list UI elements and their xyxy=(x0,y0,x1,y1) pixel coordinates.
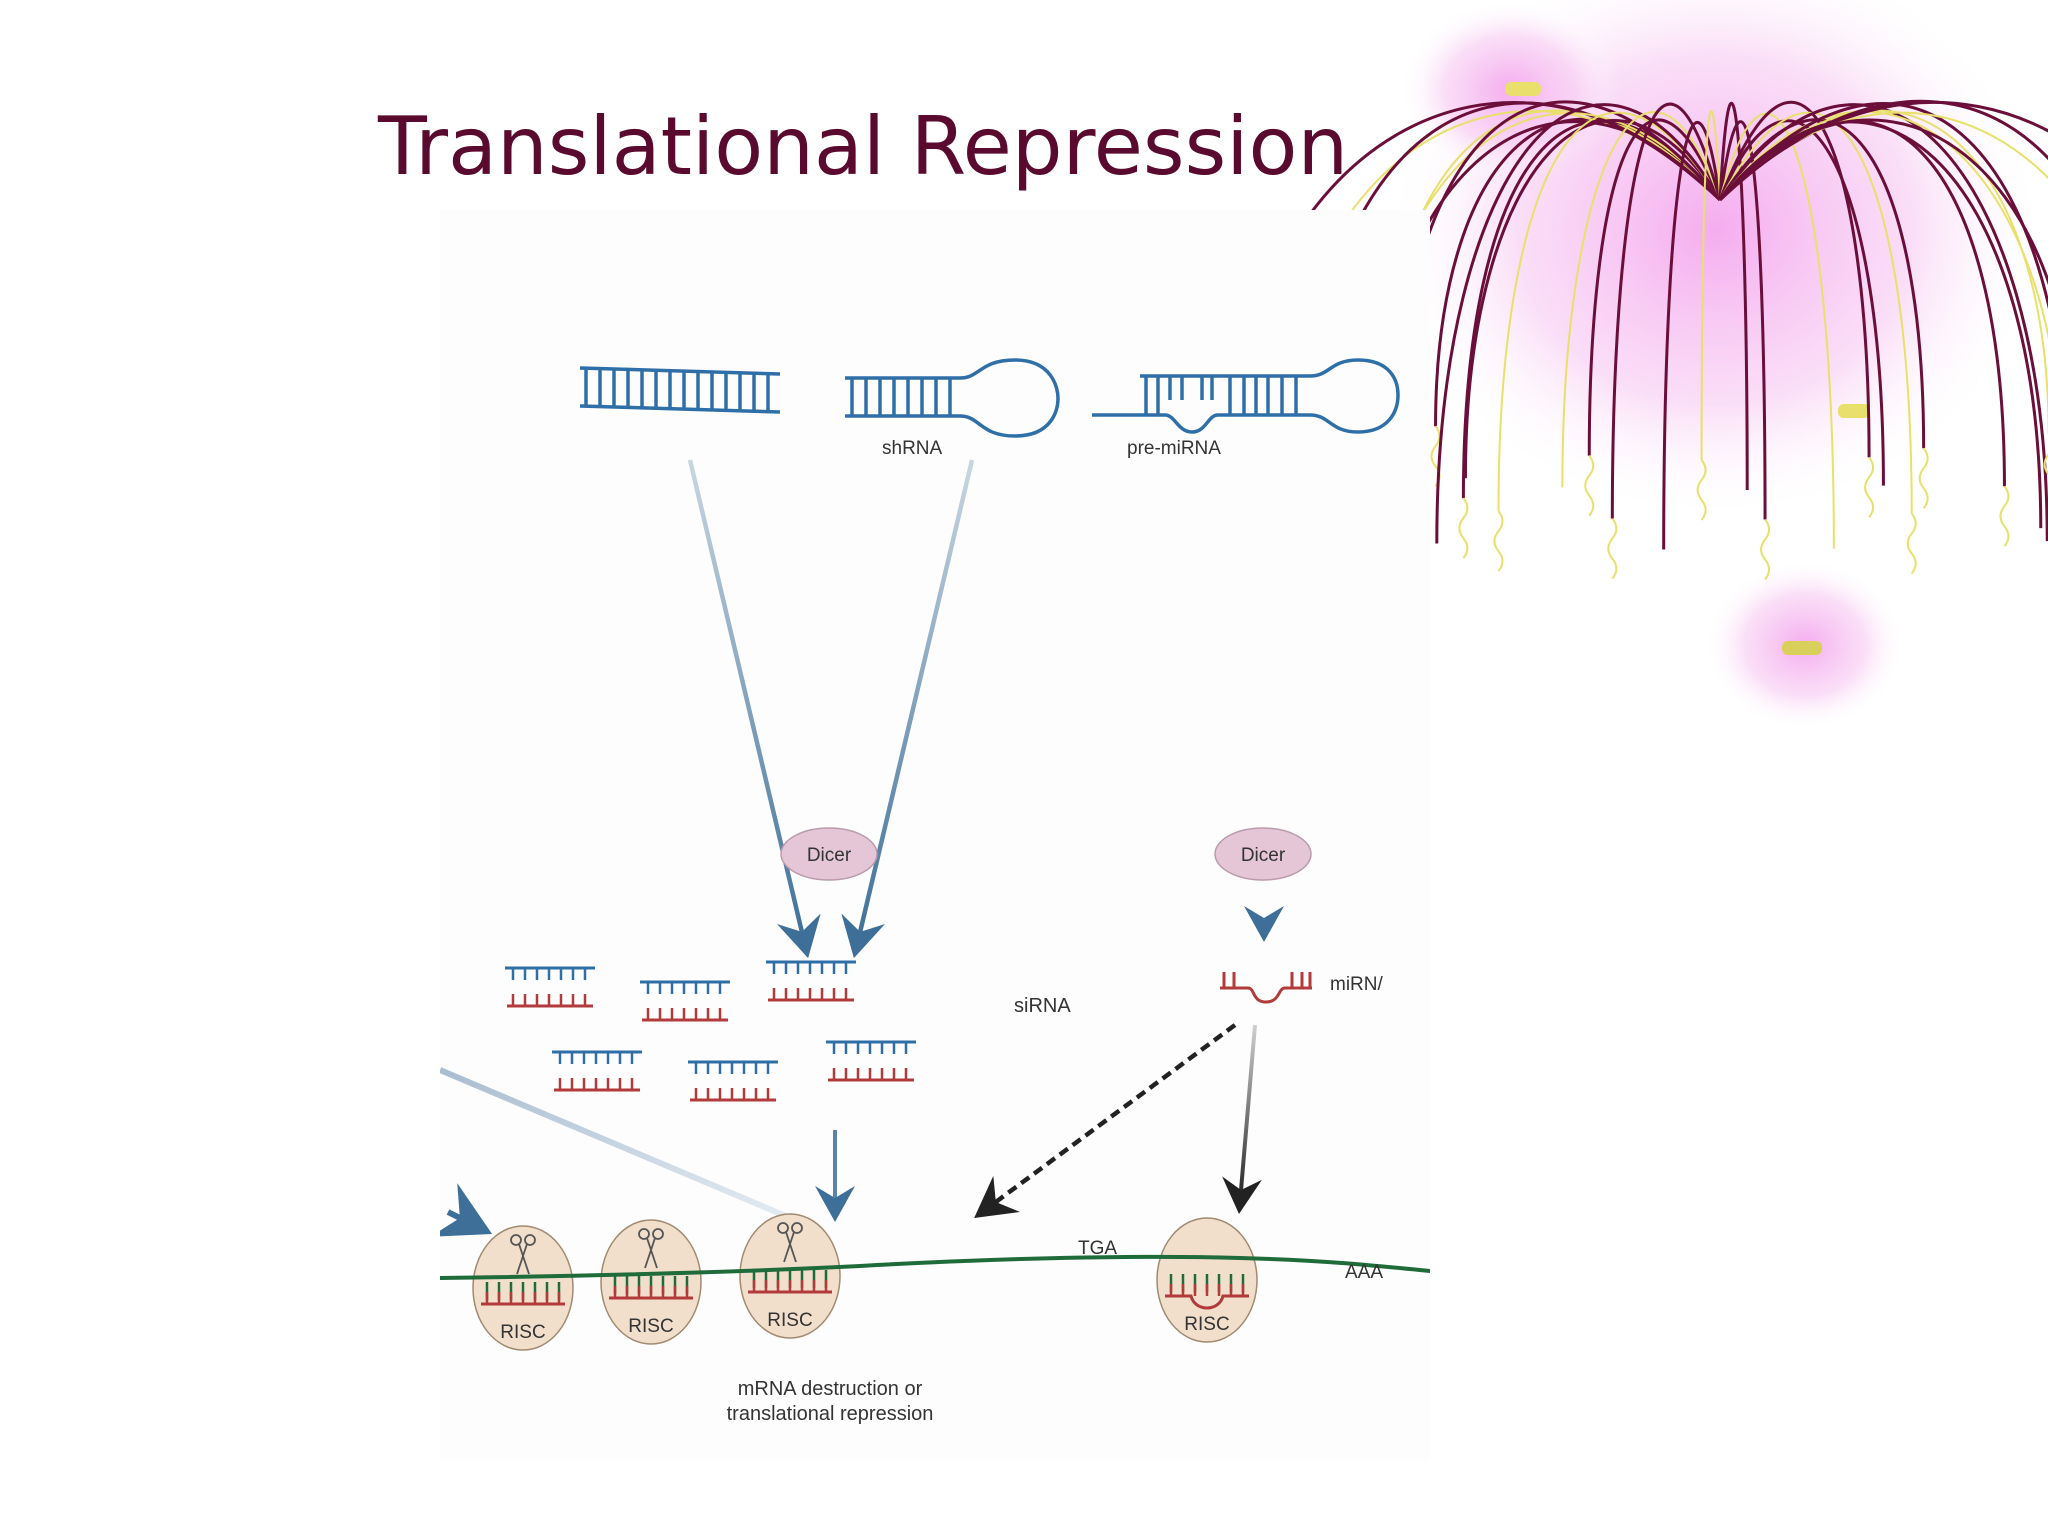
risc-complex: RISC xyxy=(739,1213,841,1339)
firework-streak xyxy=(1719,111,1913,514)
spark-1 xyxy=(1505,82,1541,96)
sirna-duplex xyxy=(505,966,595,1008)
shrna-label: shRNA xyxy=(882,438,943,459)
shrna-hairpin xyxy=(845,358,1060,438)
risc-complexes: RISC RISC RISC RISC xyxy=(472,1213,1258,1351)
sirna-duplex xyxy=(552,1050,642,1092)
sirna-duplex xyxy=(826,1040,916,1082)
arrow-mirna-to-risc-dashed xyxy=(974,1023,1237,1219)
arrow-mirna-to-risc xyxy=(1222,1024,1262,1214)
firework-streak xyxy=(1718,102,2048,310)
risc-complex: RISC xyxy=(1156,1217,1258,1343)
firework-streak xyxy=(1718,119,2006,487)
firework-streak xyxy=(1718,100,1871,458)
scissors-icon xyxy=(510,1234,536,1275)
firework-streak xyxy=(1610,102,1722,519)
firework-streak xyxy=(1719,112,1835,549)
mrna-strand xyxy=(440,1254,1430,1280)
dicer-left xyxy=(780,827,878,881)
firework-squiggle xyxy=(1999,485,2010,547)
risc-label: RISC xyxy=(767,1310,812,1331)
long-dsrna xyxy=(579,366,781,414)
scissors-blade xyxy=(646,1237,658,1269)
firework-streak xyxy=(1435,103,1722,544)
risc-label: RISC xyxy=(1184,1314,1229,1335)
scissors-handle xyxy=(524,1234,536,1246)
risc-label: RISC xyxy=(500,1322,545,1343)
firework-squiggle xyxy=(1760,518,1771,581)
firework-streak xyxy=(1718,118,1926,449)
rnai-diagram: shRNA pre-miRNA Dicer Dicer siRNA miRN/ xyxy=(440,210,1430,1460)
scissors-blade xyxy=(518,1243,530,1275)
firework-squiggle xyxy=(1864,456,1875,518)
scissors-icon xyxy=(777,1222,803,1263)
arrow-incoming-left xyxy=(440,1183,493,1237)
scissors-icon xyxy=(638,1228,664,1269)
dicer-left-label: Dicer xyxy=(807,845,852,866)
tga-label: TGA xyxy=(1078,1238,1117,1259)
firework-streak xyxy=(1587,118,1722,456)
firework-streak xyxy=(1718,118,2048,286)
slide-title: Translational Repression xyxy=(378,100,1349,193)
risc-complex: RISC xyxy=(600,1219,702,1345)
spark-2 xyxy=(1838,404,1870,418)
firework-streak xyxy=(1434,117,1722,427)
scissors-blade xyxy=(644,1237,656,1269)
firework-squiggle xyxy=(1906,512,1917,575)
scissors-blade xyxy=(785,1231,797,1263)
firework-streak xyxy=(1497,111,1721,512)
risc-label: RISC xyxy=(628,1316,673,1337)
firework-streak xyxy=(1718,102,1749,490)
scissors-blade xyxy=(516,1243,528,1275)
firework-streak xyxy=(1718,119,1885,486)
sirna-label: siRNA xyxy=(1014,995,1071,1017)
firework-squiggle xyxy=(1607,518,1618,580)
firework-squiggle xyxy=(1918,447,1929,509)
risc-complex: RISC xyxy=(472,1225,574,1351)
firework-squiggle xyxy=(2043,434,2048,494)
outcome-line-2: translational repression xyxy=(727,1403,934,1425)
firework-squiggle xyxy=(1458,497,1469,559)
scissors-handle xyxy=(652,1228,664,1240)
arrow-long-faded xyxy=(440,1067,802,1225)
firework-squiggle xyxy=(1584,455,1595,517)
mirna-label: miRN/ xyxy=(1330,974,1383,995)
aaa-label: AAA xyxy=(1345,1262,1383,1283)
firework-squiggle xyxy=(1493,510,1504,572)
mirna-duplex xyxy=(1220,972,1312,1004)
scissors-handle xyxy=(510,1234,522,1246)
firework-streak xyxy=(1463,119,1722,479)
arrow-shrna-to-dicer xyxy=(841,459,975,959)
sirna-duplex xyxy=(640,980,730,1022)
outcome-line-1: mRNA destruction or xyxy=(738,1378,923,1400)
scissors-handle xyxy=(638,1228,650,1240)
spark-3 xyxy=(1782,641,1822,655)
pre-mirna-label: pre-miRNA xyxy=(1127,438,1221,459)
guide-strand xyxy=(1165,1294,1249,1310)
firework-streak xyxy=(1662,120,1722,550)
scissors-handle xyxy=(791,1222,803,1234)
arrow-dsrna-to-dicer xyxy=(687,459,821,959)
rnai-pathway-svg: shRNA pre-miRNA Dicer Dicer siRNA miRN/ xyxy=(440,358,1430,1425)
scissors-handle xyxy=(777,1222,789,1234)
pre-mirna-hairpin xyxy=(1092,358,1400,434)
sirna-duplex xyxy=(688,1060,778,1102)
firework-squiggle xyxy=(1696,459,1707,521)
dicer-right xyxy=(1214,827,1312,881)
dicer-right-label: Dicer xyxy=(1241,845,1286,866)
sirna-duplex xyxy=(766,960,856,1002)
sirna-duplexes xyxy=(505,960,916,1102)
scissors-blade xyxy=(783,1231,795,1263)
firework-streak xyxy=(1700,110,1721,460)
